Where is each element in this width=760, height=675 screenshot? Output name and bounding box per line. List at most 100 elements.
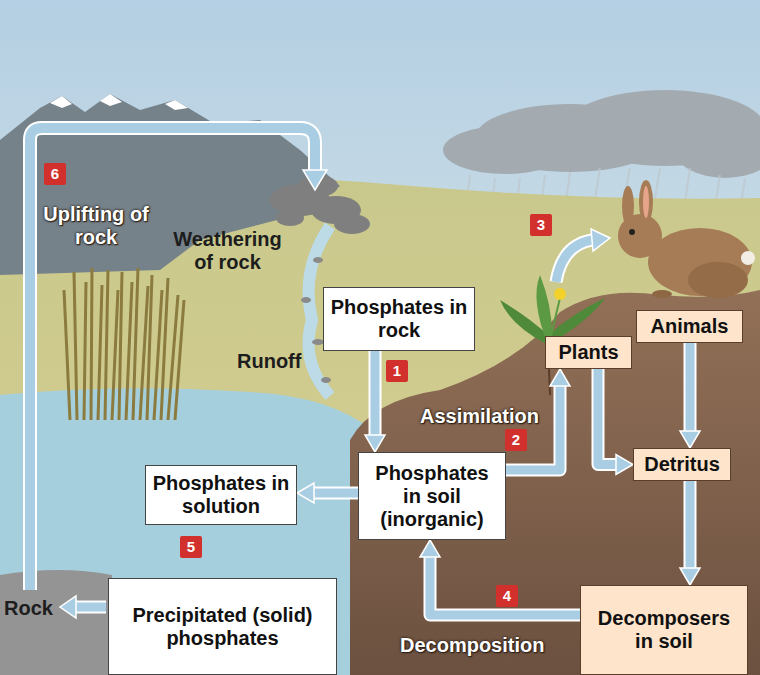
node-text: Plants bbox=[558, 341, 618, 364]
dandelion-part bbox=[536, 275, 552, 345]
bedrock-part bbox=[0, 570, 112, 675]
mountains-part bbox=[100, 94, 122, 106]
arrow-head bbox=[297, 483, 314, 503]
runoff-stream-part bbox=[321, 377, 331, 383]
arrow-head bbox=[680, 431, 700, 448]
arrow-head bbox=[365, 435, 385, 452]
uplift-arrow-part bbox=[30, 128, 315, 590]
arrow-shaft bbox=[598, 369, 618, 465]
node-text: Phosphates in soil (inorganic) bbox=[365, 462, 499, 531]
callout-number: 6 bbox=[44, 163, 66, 185]
cycle-arrow bbox=[365, 351, 385, 452]
arrow-outline bbox=[598, 369, 618, 465]
arrow-outline bbox=[312, 487, 358, 500]
weathered-rocks bbox=[270, 175, 370, 234]
bedrock bbox=[0, 570, 112, 675]
reeds-part bbox=[112, 290, 118, 420]
weathered-rocks-part bbox=[334, 214, 370, 234]
uplift-arrow-part bbox=[30, 128, 315, 590]
uplift-arrow bbox=[30, 128, 327, 590]
water-part bbox=[0, 388, 372, 675]
rabbit bbox=[618, 180, 755, 298]
plant-to-animal-arrow-part bbox=[556, 240, 592, 282]
callout-number: 5 bbox=[180, 536, 202, 558]
arrow-head bbox=[680, 568, 700, 585]
reeds-part bbox=[161, 278, 168, 420]
pool-box: Precipitated (solid) phosphates bbox=[108, 578, 337, 675]
rabbit-part bbox=[652, 290, 672, 298]
arrow-outline bbox=[430, 555, 580, 615]
uplift-arrow-part bbox=[303, 170, 327, 190]
reeds-part bbox=[147, 275, 152, 420]
plant-to-animal-arrow bbox=[556, 229, 610, 282]
reeds-part bbox=[84, 282, 86, 420]
cycle-arrow bbox=[297, 483, 358, 503]
to-rock-arrow-part bbox=[60, 596, 76, 618]
plant-to-animal-arrow-part bbox=[591, 229, 610, 251]
rabbit-part bbox=[639, 180, 653, 224]
reeds-part bbox=[119, 272, 122, 420]
reeds-part bbox=[91, 268, 92, 420]
process-label: Decomposition bbox=[400, 634, 544, 657]
rabbit-part bbox=[629, 229, 635, 235]
pool-box: Phosphates in rock bbox=[323, 287, 475, 351]
arrow-head bbox=[616, 455, 633, 475]
node-text: Phosphates in solution bbox=[152, 472, 290, 518]
reeds-part bbox=[175, 300, 184, 420]
arrow-shaft bbox=[686, 343, 695, 433]
node-text: Detritus bbox=[644, 453, 720, 476]
cycle-arrow bbox=[680, 481, 700, 585]
mountains-part bbox=[50, 96, 72, 108]
reeds bbox=[64, 268, 184, 420]
process-label: Assimilation bbox=[420, 405, 539, 428]
arrow-outline bbox=[684, 481, 697, 570]
callout-number: 2 bbox=[505, 429, 527, 451]
reeds-part bbox=[74, 272, 77, 420]
weathered-rocks-part bbox=[276, 210, 304, 226]
dandelion-part bbox=[550, 298, 560, 340]
runoff-stream-part bbox=[313, 257, 323, 263]
organism-box: Animals bbox=[636, 310, 743, 343]
cycle-arrow bbox=[680, 343, 700, 448]
process-label: Weathering of rock bbox=[165, 228, 290, 274]
process-label: Uplifting of rock bbox=[36, 203, 156, 249]
arrow-shaft bbox=[371, 351, 380, 437]
rabbit-part bbox=[622, 186, 634, 226]
node-text: Phosphates in rock bbox=[330, 296, 468, 342]
process-label: Runoff bbox=[237, 350, 301, 373]
cycle-arrow bbox=[420, 540, 580, 615]
rain-cloud-part bbox=[675, 122, 760, 178]
to-rock-arrow-part bbox=[74, 603, 106, 612]
to-rock-arrow bbox=[60, 596, 106, 618]
water bbox=[0, 388, 372, 675]
organism-box: Detritus bbox=[633, 448, 731, 481]
callout-number: 3 bbox=[530, 214, 552, 236]
dandelion-part bbox=[554, 288, 566, 300]
reeds-part bbox=[126, 282, 132, 420]
arrow-head bbox=[420, 540, 440, 557]
plant-to-animal-arrow-part bbox=[556, 240, 592, 282]
callout-number: 1 bbox=[386, 360, 408, 382]
arrow-shaft bbox=[430, 555, 580, 615]
cycle-arrow bbox=[598, 369, 633, 475]
organism-box: Plants bbox=[545, 336, 632, 369]
pool-box: Phosphates in solution bbox=[145, 465, 297, 525]
reeds-part bbox=[105, 270, 108, 420]
pool-box: Phosphates in soil (inorganic) bbox=[358, 452, 506, 540]
reeds-part bbox=[98, 285, 102, 420]
mountains-part bbox=[165, 100, 188, 110]
rain-cloud bbox=[443, 90, 760, 178]
node-text: Decomposers in soil bbox=[587, 607, 741, 653]
arrow-head bbox=[550, 369, 570, 386]
node-text: Precipitated (solid) phosphates bbox=[115, 604, 330, 650]
reeds-part bbox=[64, 290, 70, 420]
reeds-part bbox=[133, 268, 138, 420]
organism-box: Decomposers in soil bbox=[580, 585, 748, 675]
arrow-shaft bbox=[686, 481, 695, 570]
rabbit-part bbox=[643, 186, 649, 218]
rock-label: Rock bbox=[4, 597, 53, 620]
node-text: Animals bbox=[651, 315, 729, 338]
runoff-stream-part bbox=[301, 297, 311, 303]
rabbit-part bbox=[688, 262, 748, 298]
